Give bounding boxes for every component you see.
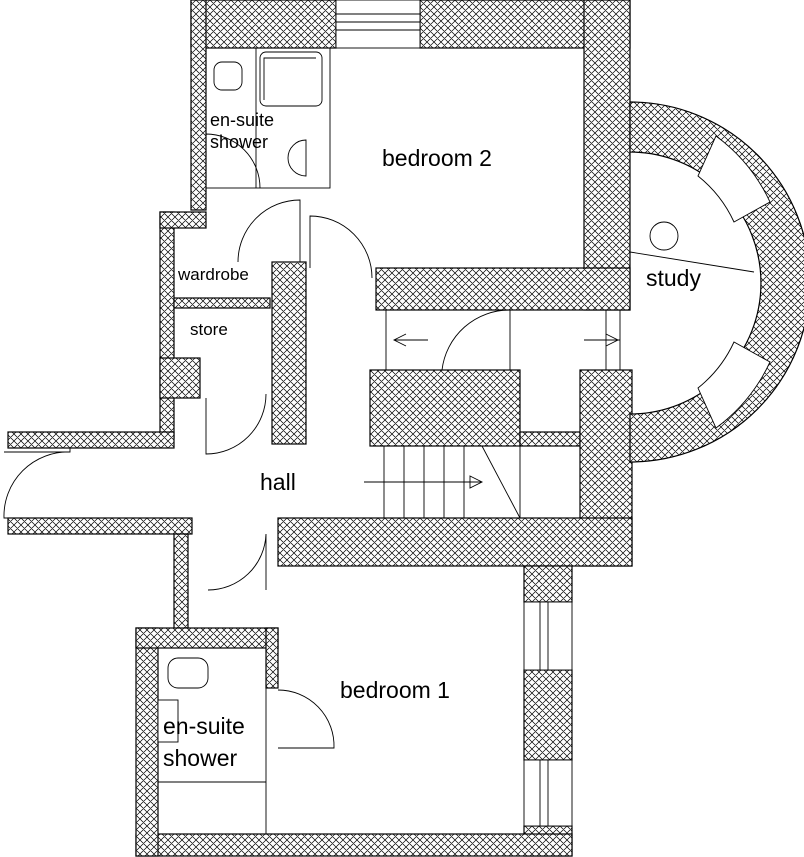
room-labels: en-suite shower bedroom 2 study wardrobe… [163, 110, 701, 771]
wall-bedroom2-bottom [375, 267, 631, 311]
wall-ensuite-top-left [190, 0, 207, 211]
wall-hall-left-top [7, 431, 175, 449]
windows [335, 0, 771, 827]
label-ensuite-bottom-2: shower [163, 745, 237, 771]
wall-store-lower-left [159, 357, 201, 399]
door-wardrobe [237, 199, 301, 263]
basin-top [287, 139, 307, 177]
label-ensuite-bottom-1: en-suite [163, 713, 245, 739]
walls [7, 0, 804, 857]
label-bedroom-2: bedroom 2 [382, 145, 492, 171]
wall-top-left [190, 0, 337, 49]
wall-stair-right [519, 431, 581, 447]
wall-bedroom1-bottom [135, 833, 573, 857]
wall-bedroom1-left-upper [173, 533, 189, 635]
toilet-top [213, 61, 243, 91]
label-bedroom-1: bedroom 1 [340, 677, 450, 703]
door-bedroom1 [207, 533, 267, 591]
wall-wardrobe-left [159, 211, 175, 439]
wall-ensuite-bottom-left [135, 627, 159, 857]
wall-bedroom1-right-upper [523, 565, 573, 603]
wall-ensuite-bottom-right [265, 627, 279, 689]
wall-bedroom2-right [583, 0, 631, 311]
shower-tray-top [259, 51, 323, 107]
door-entrance [3, 448, 71, 519]
wall-bedroom1-right-mid [523, 669, 573, 761]
study-fixture [649, 221, 679, 251]
window-bedroom2-top [335, 0, 421, 49]
window-study-upper [697, 135, 771, 223]
wall-wardrobe-top [159, 211, 207, 229]
wall-hall-bottom [277, 517, 633, 567]
label-store: store [190, 320, 228, 339]
wall-store-right [271, 261, 307, 445]
label-hall: hall [260, 469, 296, 495]
door-study [441, 309, 511, 371]
basin-bottom [157, 699, 179, 743]
label-wardrobe: wardrobe [177, 265, 249, 284]
door-ensuite-top [205, 133, 261, 189]
label-ensuite-top-1: en-suite [210, 110, 274, 130]
wall-stair-block [369, 369, 521, 447]
label-ensuite-top-2: shower [210, 132, 268, 152]
wall-hall-left-bottom [7, 517, 193, 535]
door-bedroom2 [309, 215, 373, 279]
door-ensuite-bottom [277, 689, 335, 749]
wall-ensuite-bottom-top [135, 627, 279, 649]
door-store [205, 393, 267, 455]
toilet-bottom [167, 657, 209, 689]
window-study-lower [697, 341, 771, 429]
label-study: study [646, 265, 701, 291]
wall-wardrobe-bottom [173, 297, 271, 309]
doors [3, 47, 755, 834]
stairs [364, 445, 521, 519]
